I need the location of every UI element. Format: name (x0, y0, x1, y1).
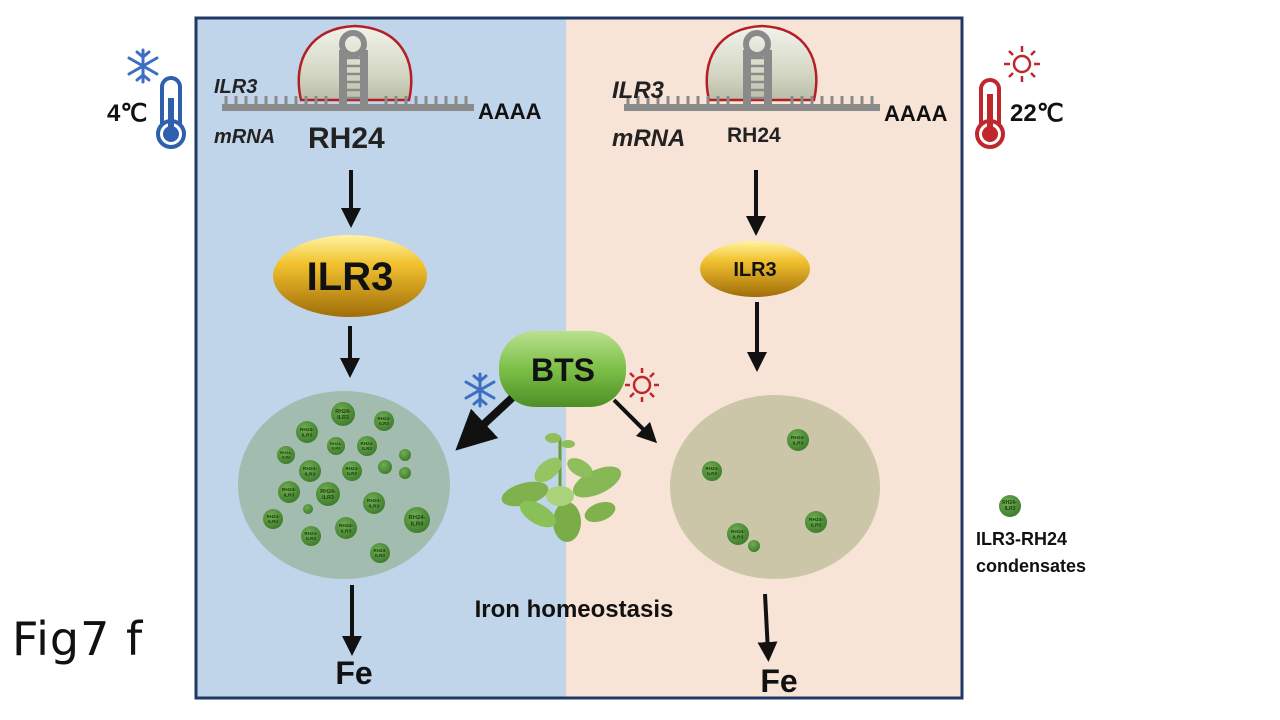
condensate-droplet (303, 504, 313, 514)
mrna-strand-right (624, 24, 880, 111)
sun-icon (625, 368, 659, 402)
condensate-label: RH24-ILR3 (335, 409, 351, 421)
arrow-bts-to-cold (455, 395, 515, 451)
condensate-droplet (331, 402, 355, 426)
figure-label: Fig7 f (12, 612, 144, 666)
condensate-label: RH24-ILR3 (345, 466, 359, 476)
condensate-droplet (702, 461, 722, 481)
condensate-droplet (335, 517, 357, 539)
mrna-strand-left (222, 24, 474, 111)
bts-node (499, 331, 626, 407)
condensate-droplet (278, 481, 300, 503)
condensate-droplet (342, 461, 362, 481)
arrow-bts-to-warm (612, 398, 658, 444)
mrna-label-left: mRNA (214, 126, 275, 148)
condensate-label: RH24-ILR3 (266, 514, 280, 524)
condensate-droplet (727, 523, 749, 545)
condensate-label: RH24-ILR3 (280, 450, 292, 460)
cell-cold (238, 391, 450, 579)
legend-line2: condensates (976, 556, 1086, 576)
polya-label-left: AAAA (478, 99, 542, 124)
fe-output-right: Fe (760, 663, 797, 699)
condensate-label: RH24-ILR3 (330, 441, 342, 451)
condensate-droplet (327, 437, 345, 455)
ilr3-protein-left (273, 235, 427, 317)
condensate-droplet (370, 543, 390, 563)
condensate-label: RH24-ILR3 (300, 427, 315, 439)
rh24-dome-left (297, 24, 413, 102)
condensate-label: RH24-ILR3 (809, 517, 824, 529)
fe-output-left: Fe (335, 655, 372, 691)
snowflake-icon (464, 372, 496, 408)
condensate-label: RH24-ILR3 (320, 489, 336, 501)
thermometer-cold-icon (156, 76, 186, 149)
iron-homeostasis-label: Iron homeostasis (475, 596, 674, 623)
plant-icon (501, 433, 622, 542)
polya-label-right: AAAA (884, 101, 948, 126)
condensate-droplet (263, 509, 283, 529)
condensate-droplet (301, 526, 321, 546)
condensate-label: RH24-ILR3 (373, 548, 387, 558)
temperature-cold-label: 4℃ (107, 100, 147, 127)
mrna-label-right: mRNA (612, 125, 685, 152)
ilr3-gene-label-left: ILR3 (214, 76, 257, 98)
condensate-label: RH24-ILR3 (705, 466, 719, 476)
condensate-droplet (363, 492, 385, 514)
condensate-droplet (399, 449, 411, 461)
condensate-label: RH24-ILR3 (367, 498, 382, 510)
thermometer-hot-icon (975, 78, 1005, 149)
condensate-droplet (805, 511, 827, 533)
condensate-label: RH24-ILR3 (304, 531, 318, 541)
rh24-dome-right (705, 24, 818, 102)
condensate-label: RH24-ILR3 (282, 487, 297, 499)
condensate-label: RH24-ILR3 (377, 416, 391, 426)
sun-icon (1004, 46, 1040, 82)
legend: RH24- ILR3 ILR3-RH24 condensates (976, 495, 1086, 576)
ilr3-protein-label-left: ILR3 (307, 255, 394, 299)
ilr3-protein-right (700, 241, 810, 297)
condensate-droplet (748, 540, 760, 552)
condensate-droplet (399, 467, 411, 479)
condensate-label: RH24-ILR3 (339, 523, 354, 535)
condensate-droplet (316, 482, 340, 506)
condensate-droplet (404, 507, 430, 533)
rh24-label-left: RH24 (308, 122, 385, 155)
legend-icon-label-line1: RH24- (1002, 500, 1017, 506)
condensate-droplet (357, 436, 377, 456)
condensate-droplet (299, 460, 321, 482)
condensate-label: RH24-ILR3 (731, 529, 746, 541)
cell-warm (670, 395, 880, 579)
ilr3-gene-label-right: ILR3 (612, 77, 665, 104)
temperature-hot-label: 22℃ (1010, 100, 1064, 127)
condensate-label: RH24-ILR3 (360, 441, 374, 451)
legend-icon-label-line2: ILR3 (1005, 506, 1016, 512)
legend-line1: ILR3-RH24 (976, 529, 1067, 549)
condensate-droplet (787, 429, 809, 451)
condensate-droplet (374, 411, 394, 431)
legend-icon-label: RH24- ILR3 (1002, 500, 1018, 512)
condensate-droplet (296, 421, 318, 443)
arrow-cell-to-fe-right (757, 593, 778, 662)
condensate-label: RH24-ILR3 (791, 435, 806, 447)
diagram-frame (194, 16, 964, 700)
snowflake-icon (127, 48, 159, 84)
bts-label: BTS (531, 352, 595, 388)
condensate-droplet (378, 460, 392, 474)
condensate-label: RH24-ILR3 (409, 515, 426, 528)
legend-condensate-icon (999, 495, 1021, 517)
condensate-label: RH24-ILR3 (303, 466, 318, 478)
condensate-droplet (277, 446, 295, 464)
ilr3-protein-label-right: ILR3 (733, 259, 776, 281)
rh24-label-right: RH24 (727, 124, 781, 147)
